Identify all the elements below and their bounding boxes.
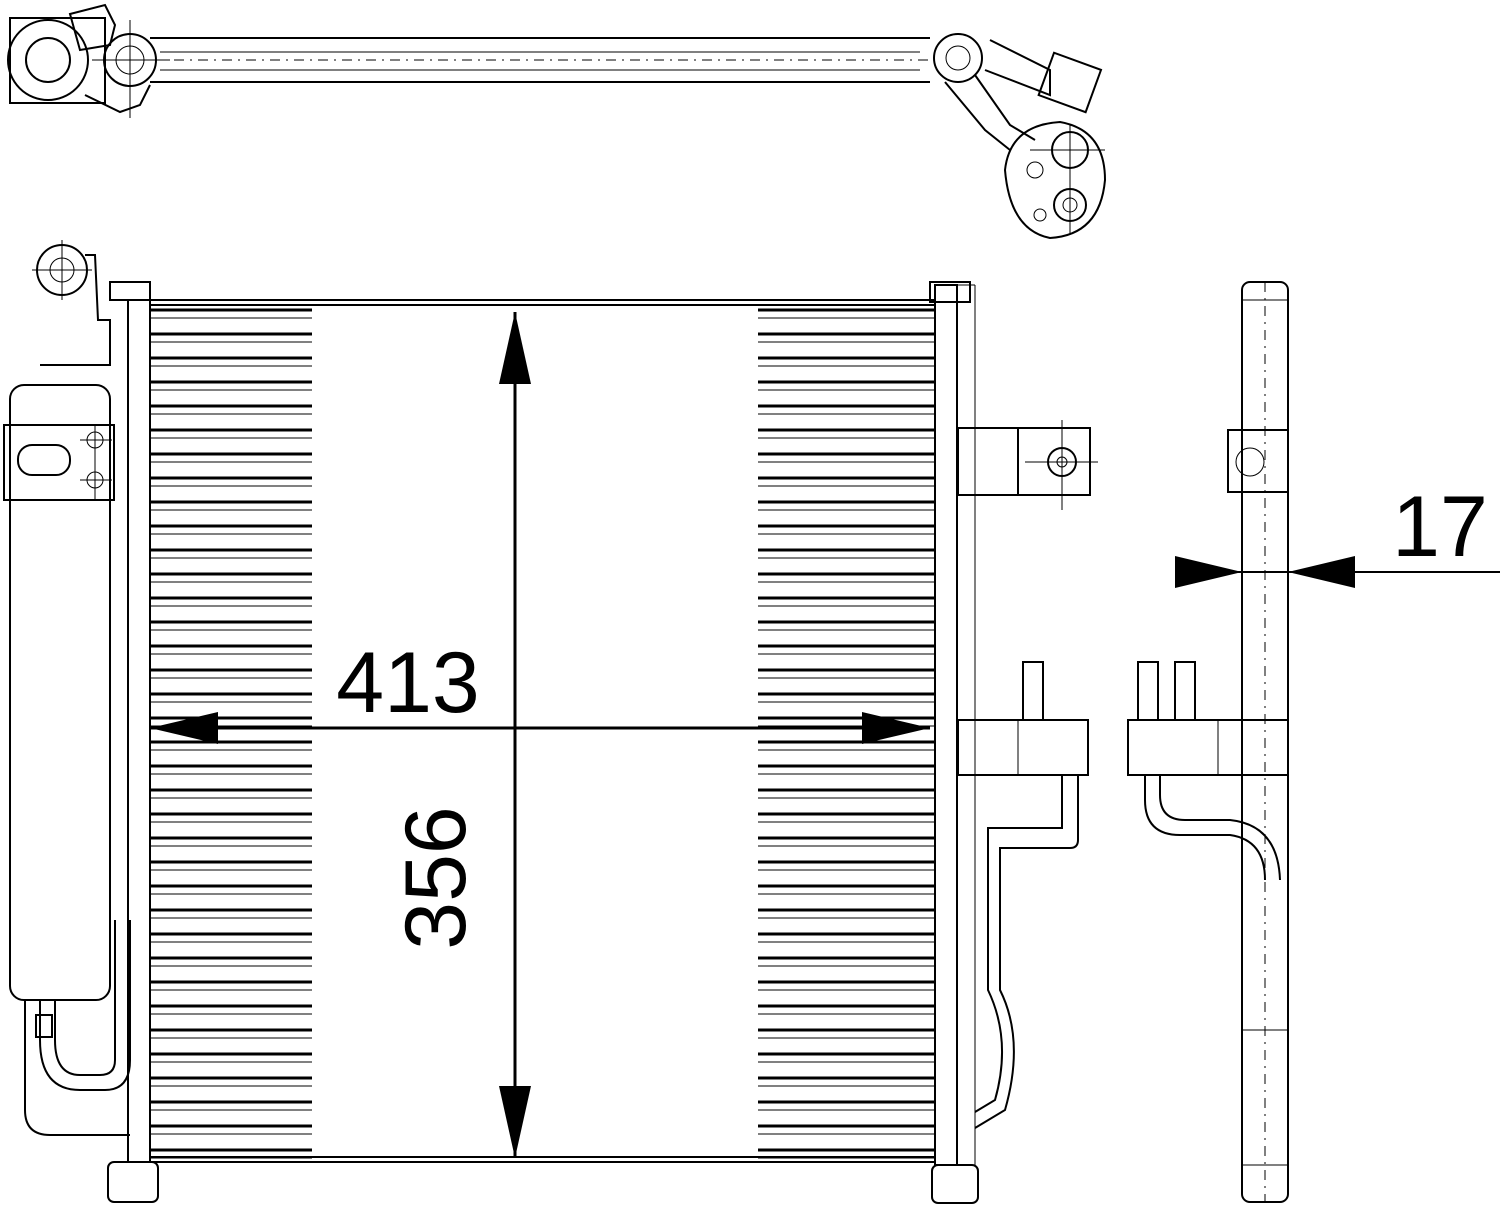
- fins-left: [150, 308, 312, 1159]
- top-left-fitting: [7, 3, 170, 118]
- front-view: [3, 240, 1098, 1204]
- outlet-pipe-right: [957, 661, 1089, 1129]
- receiver-drier: [3, 384, 131, 1136]
- dimension-depth: 17: [1175, 479, 1500, 588]
- top-right-fitting: [933, 33, 1107, 240]
- height-dimension-label: 356: [388, 806, 484, 950]
- fins-right: [758, 308, 935, 1159]
- depth-dimension-label: 17: [1392, 479, 1488, 575]
- dimension-height: 356: [388, 312, 531, 1158]
- width-dimension-label: 413: [336, 635, 480, 731]
- mounting-bracket-right: [957, 420, 1098, 510]
- top-view: [7, 3, 1107, 240]
- mounting-bracket-left: [32, 240, 111, 366]
- side-view: [1127, 281, 1289, 1203]
- dimension-width: 413: [150, 635, 930, 744]
